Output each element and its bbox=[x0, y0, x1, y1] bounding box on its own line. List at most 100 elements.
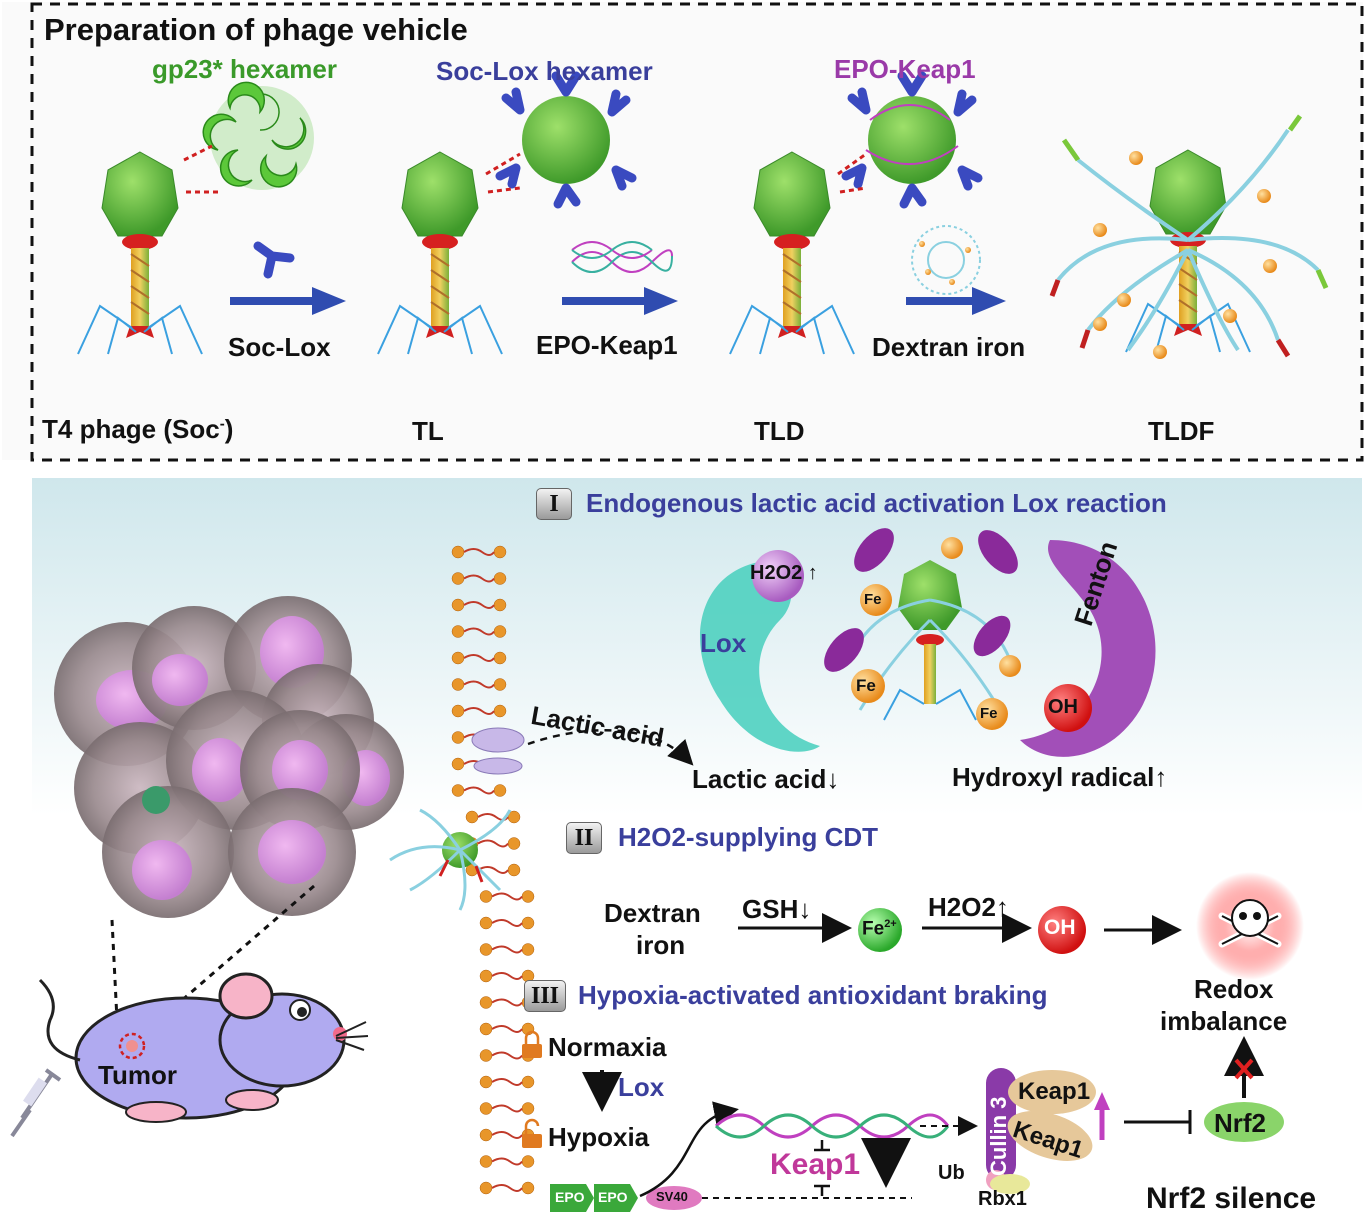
top-panel-background bbox=[2, 2, 1363, 460]
cullin3-label: Cullin 3 bbox=[986, 1096, 1011, 1176]
lipid-head bbox=[451, 678, 465, 691]
lipid-tail bbox=[477, 839, 509, 848]
tumor-label: Tumor bbox=[98, 1060, 177, 1090]
arrow-label-dextran-iron: Dextran iron bbox=[872, 332, 1026, 362]
imbalance-label: imbalance bbox=[1160, 1006, 1288, 1036]
section-title-iii: Hypoxia-activated antioxidant braking bbox=[578, 980, 1048, 1010]
stage-label-tld: TLD bbox=[754, 416, 805, 446]
lipid-head bbox=[493, 572, 507, 585]
tldf-phage-illustration bbox=[1049, 114, 1329, 359]
rbx1-protein bbox=[990, 1174, 1030, 1194]
lipid-head bbox=[479, 1022, 493, 1036]
lipid-head bbox=[507, 863, 521, 877]
section-numeral-ii: II bbox=[566, 822, 602, 854]
lipid-head bbox=[479, 1049, 493, 1062]
lipid-tail bbox=[491, 1078, 523, 1086]
nrf2-silence-label: Nrf2 silence bbox=[1146, 1182, 1317, 1215]
inhibition-mark bbox=[814, 1140, 830, 1152]
section-title-ii: H2O2-supplying CDT bbox=[618, 822, 879, 852]
lipid-head bbox=[479, 1181, 493, 1195]
process-arrow bbox=[230, 287, 346, 315]
oh-label: OH bbox=[1048, 696, 1078, 718]
epo-promoter-box bbox=[550, 1184, 638, 1212]
lipid-head bbox=[451, 651, 465, 665]
unlock-icon bbox=[522, 1118, 542, 1148]
process-arrow bbox=[562, 287, 678, 315]
lipid-tail bbox=[491, 892, 523, 901]
central-tldf-particle bbox=[848, 560, 1012, 721]
lox-label: Lox bbox=[700, 628, 747, 658]
lipid-tail bbox=[491, 1051, 523, 1060]
top-panel-dashed-border bbox=[30, 2, 1364, 462]
lipid-head bbox=[465, 810, 479, 824]
lipid-head bbox=[507, 837, 521, 850]
keap1-protein bbox=[1008, 1070, 1096, 1114]
epo-keap1-dna-icon bbox=[571, 241, 673, 273]
lipid-head bbox=[479, 890, 493, 903]
process-arrow bbox=[906, 287, 1006, 315]
lipid-head bbox=[479, 1102, 493, 1115]
lipid-tail bbox=[491, 1104, 523, 1113]
oh-label: OH bbox=[1044, 916, 1076, 939]
hydroxyl-radical-up-label: Hydroxyl radical↑ bbox=[952, 762, 1168, 792]
fe-label: Fe bbox=[980, 705, 998, 722]
lipid-tail bbox=[491, 1157, 523, 1166]
lipid-head bbox=[493, 625, 507, 638]
fe2-label: Fe2+ bbox=[862, 918, 897, 940]
lipid-head bbox=[479, 916, 493, 930]
lipid-head bbox=[493, 545, 507, 559]
lox-crescent bbox=[700, 560, 820, 752]
lactate-transporter bbox=[471, 727, 525, 753]
nrf2-label: Nrf2 bbox=[1214, 1108, 1267, 1138]
h2o2-label: H2O2↑ bbox=[928, 892, 1009, 922]
h2o2-up-label: H2O2 ↑ bbox=[750, 562, 818, 584]
hydroxyl-radical-ball bbox=[1044, 684, 1092, 732]
h2o2-capsule bbox=[824, 528, 1018, 672]
lipid-tail bbox=[463, 548, 495, 556]
normaxia-label: Normaxia bbox=[548, 1032, 667, 1062]
lipid-tail bbox=[491, 919, 523, 927]
nrf2-protein bbox=[1204, 1102, 1284, 1142]
section-numeral-iii: III bbox=[524, 980, 566, 1012]
lock-icon bbox=[522, 1030, 542, 1058]
h2o2-molecule bbox=[752, 550, 804, 602]
iron-label: iron bbox=[636, 930, 686, 960]
lipid-tail bbox=[463, 707, 495, 715]
ub-label: Ub bbox=[938, 1162, 965, 1184]
dna-helix bbox=[714, 1113, 950, 1139]
zoom-connector bbox=[485, 152, 521, 194]
lipid-head bbox=[521, 1102, 535, 1115]
keap1-label: Keap1 bbox=[770, 1148, 861, 1181]
redox-label: Redox bbox=[1194, 974, 1274, 1004]
lipid-tail bbox=[463, 680, 495, 689]
lipid-head bbox=[493, 704, 507, 718]
lipid-head bbox=[493, 598, 507, 612]
soc-lox-hexamer-label: Soc-Lox hexamer bbox=[436, 56, 653, 86]
fe-label: Fe bbox=[864, 591, 882, 608]
stage-label-t4: T4 phage (Soc-) bbox=[42, 414, 234, 444]
section-numeral-i: I bbox=[536, 488, 572, 520]
lipid-head bbox=[451, 757, 465, 771]
rbx1-label: Rbx1 bbox=[978, 1188, 1027, 1210]
stage-label-tl: TL bbox=[412, 416, 444, 446]
lipid-tail bbox=[463, 786, 495, 795]
section-title-i: Endogenous lactic acid activation Lox re… bbox=[586, 488, 1167, 518]
zoom-connector bbox=[837, 152, 867, 194]
lipid-head bbox=[451, 545, 465, 559]
lipid-tail bbox=[463, 574, 495, 583]
lipid-tail bbox=[477, 866, 509, 874]
cullin3-protein bbox=[986, 1068, 1016, 1180]
lipid-head bbox=[479, 969, 493, 983]
lipid-tail bbox=[491, 1025, 523, 1033]
soc-lox-reagent-icon bbox=[253, 241, 295, 279]
lipid-head bbox=[479, 1128, 493, 1142]
lipid-head bbox=[521, 890, 535, 903]
lipid-head bbox=[521, 916, 535, 930]
lipid-tail bbox=[463, 627, 495, 636]
lipid-head bbox=[493, 784, 507, 797]
tumor-cell-cluster bbox=[54, 596, 404, 918]
dextran-label: Dextran bbox=[604, 898, 701, 928]
arrow-label-soc-lox: Soc-Lox bbox=[228, 332, 331, 362]
lipid-head bbox=[479, 1155, 493, 1168]
soc-lox-hexamer-illustration bbox=[495, 71, 637, 209]
